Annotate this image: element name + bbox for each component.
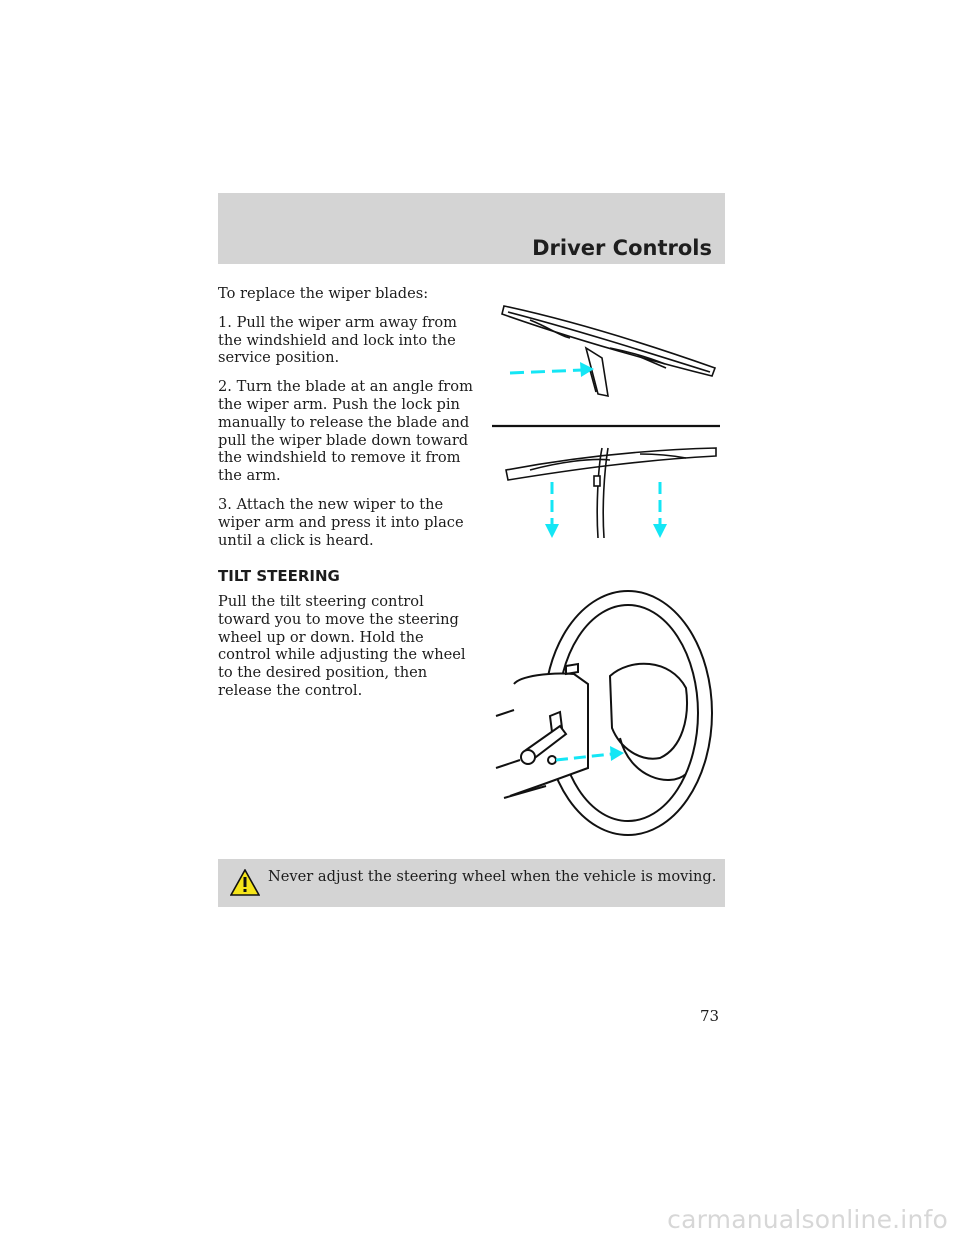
page-number: 73	[700, 1007, 720, 1025]
tilt-steering-text: Pull the tilt steering control toward yo…	[218, 593, 470, 711]
warning-callout: Never adjust the steering wheel when the…	[218, 859, 725, 907]
wiper-blade-illustration	[492, 305, 720, 539]
tilt-steering-body: Pull the tilt steering control toward yo…	[218, 593, 466, 699]
arrow-head	[653, 524, 667, 538]
wiper-attach-drawing	[505, 447, 717, 539]
arrow-head	[610, 746, 624, 761]
arrow-head	[580, 362, 594, 377]
wiper-step-2: 2. Turn the blade at an angle from the w…	[218, 378, 473, 485]
section-title: Driver Controls	[532, 236, 712, 260]
wiper-instructions: To replace the wiper blades: 1. Pull the…	[218, 285, 480, 560]
wiper-remove-drawing	[501, 305, 717, 398]
section-header-band: Driver Controls	[218, 193, 725, 264]
tilt-steering-heading: TILT STEERING	[218, 567, 340, 585]
remove-direction-arrow	[509, 368, 584, 375]
warning-text: Never adjust the steering wheel when the…	[268, 868, 717, 885]
steering-wheel-illustration	[495, 590, 713, 836]
arrow-head	[545, 524, 559, 538]
site-watermark: carmanualsonline.info	[667, 1205, 948, 1234]
warning-triangle-icon	[230, 869, 260, 896]
wiper-intro: To replace the wiper blades:	[218, 285, 429, 302]
wiper-step-1: 1. Pull the wiper arm away from the wind…	[218, 313, 457, 367]
wiper-step-3: 3. Attach the new wiper to the wiper arm…	[218, 495, 464, 549]
tilt-control-arrow	[555, 752, 613, 762]
